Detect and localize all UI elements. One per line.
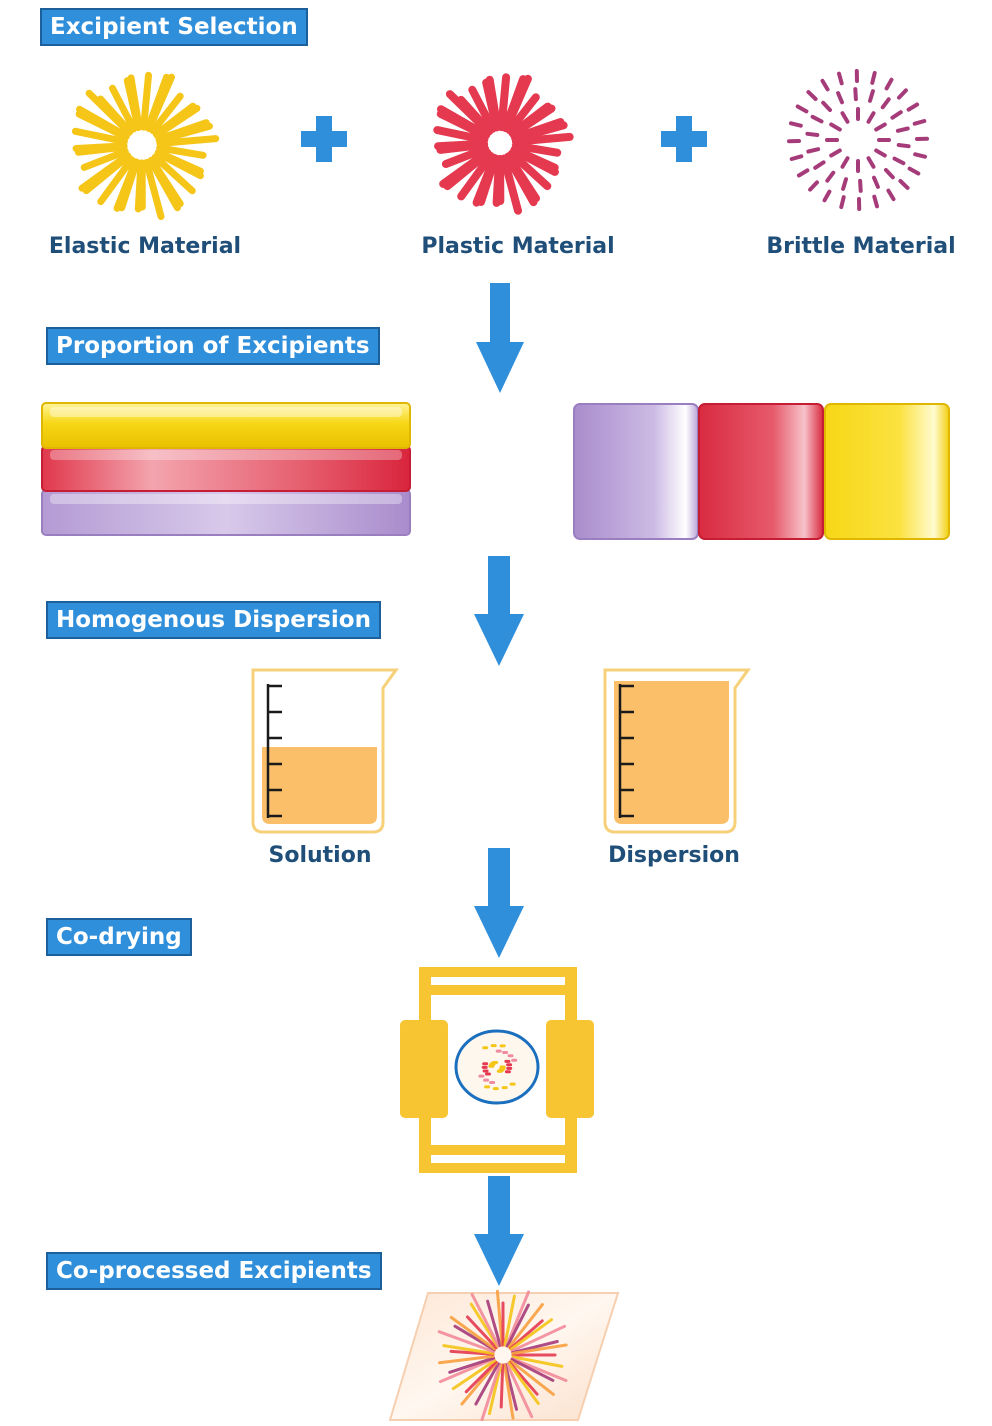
dish-icon: [454, 1029, 540, 1105]
dispersion-label: Dispersion: [608, 843, 740, 868]
co-processed-plate-icon: [388, 1289, 620, 1422]
side-by-side-blocks-icon: [573, 403, 950, 540]
plastic-material-label: Plastic Material: [421, 234, 615, 259]
down-arrow-icon: [474, 848, 524, 958]
down-arrow-icon: [476, 283, 524, 393]
brittle-material-burst-icon: [787, 69, 929, 211]
elastic-material-burst-icon: [71, 71, 220, 220]
plus-icon: [661, 116, 707, 162]
step-label-homogenous-dispersion: Homogenous Dispersion: [46, 601, 381, 639]
solution-beaker-icon: [251, 668, 399, 834]
step-label-proportion: Proportion of Excipients: [46, 327, 380, 365]
down-arrow-icon: [474, 1176, 524, 1286]
step-label-excipient-selection: Excipient Selection: [40, 8, 308, 46]
brittle-material-label: Brittle Material: [766, 234, 956, 259]
step-label-co-drying: Co-drying: [46, 918, 192, 956]
solution-label: Solution: [268, 843, 372, 868]
plus-icon: [301, 116, 347, 162]
plastic-material-burst-icon: [433, 73, 574, 215]
elastic-material-label: Elastic Material: [48, 234, 242, 259]
dispersion-beaker-icon: [603, 668, 751, 834]
step-label-co-processed: Co-processed Excipients: [46, 1252, 382, 1290]
stacked-layers-icon: [41, 402, 411, 536]
down-arrow-icon: [474, 556, 524, 666]
co-drying-apparatus-icon: [400, 967, 594, 1173]
